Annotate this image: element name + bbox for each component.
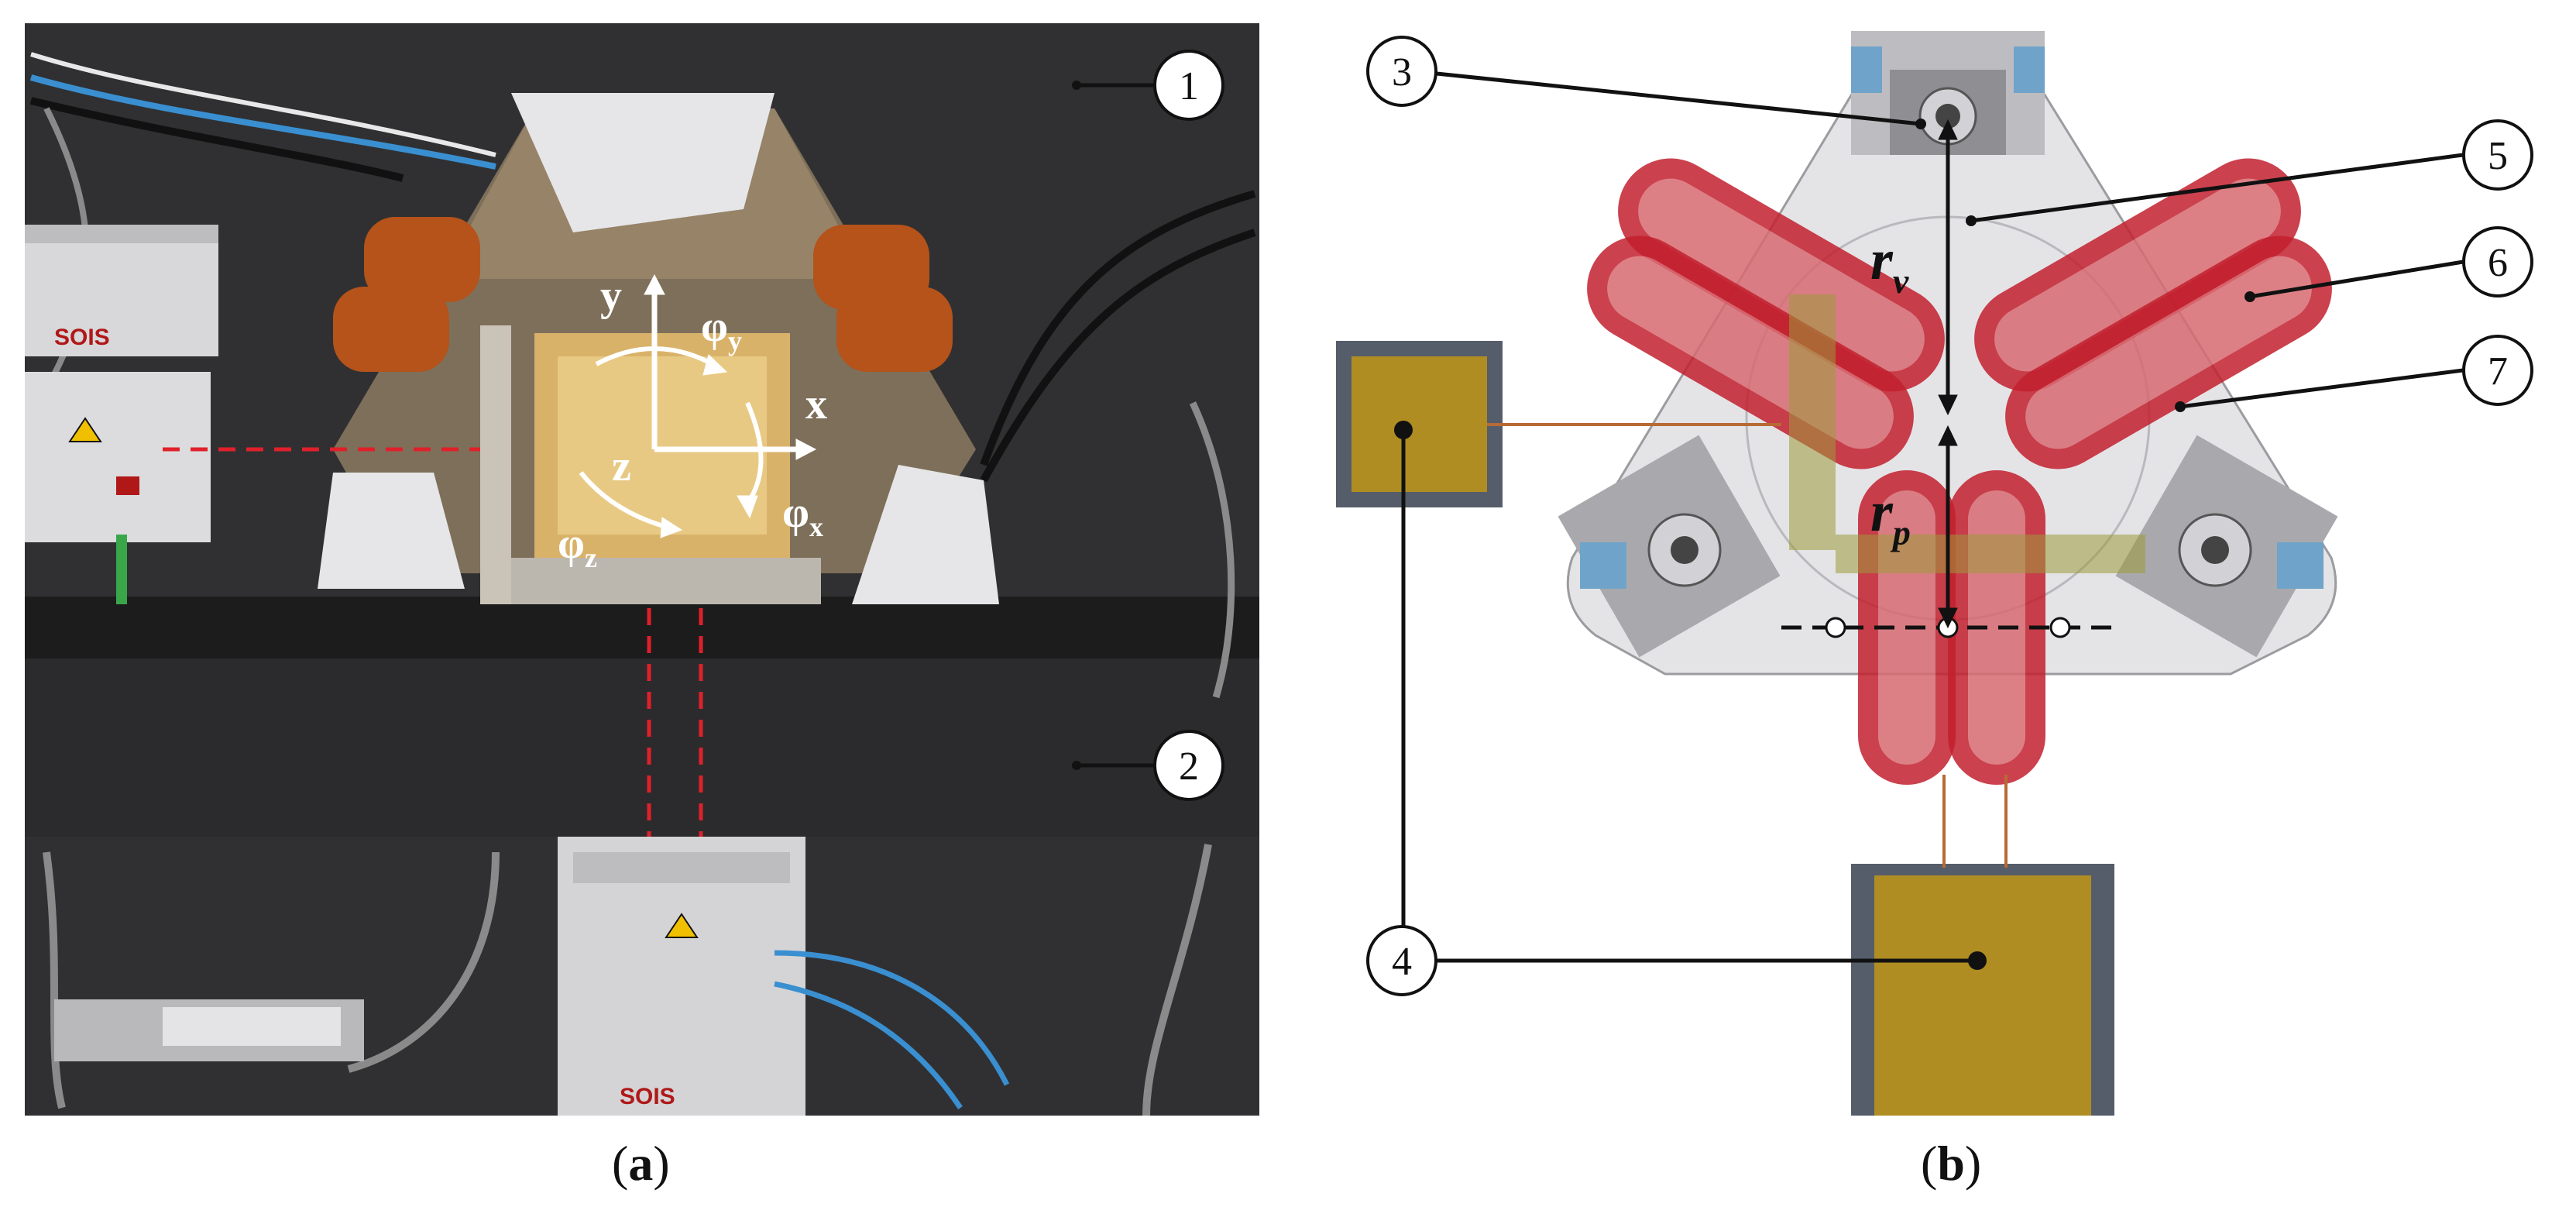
electronics-box-left [1336, 341, 1503, 507]
electronics-box-bottom [1851, 864, 2114, 1116]
mount-right [2115, 435, 2338, 658]
axis-label-phi-z: φz [558, 520, 597, 573]
caption-panel-b: (b) [1921, 1136, 1982, 1191]
axis-label-x: x [805, 380, 827, 428]
callout-3: 3 [1366, 36, 1926, 129]
callout-6: 6 [2245, 226, 2533, 302]
callout-5: 5 [1966, 119, 2533, 226]
laser-interferometer-left [25, 372, 211, 604]
svg-text:5: 5 [2488, 134, 2508, 178]
laser-head-upper-left: SOIS [25, 225, 218, 356]
axis-label-phi-x: φx [782, 489, 823, 542]
callout-7: 7 [2175, 335, 2533, 412]
base-plate [1566, 68, 2337, 676]
radius-arrows [1938, 119, 1958, 629]
label-r-v: rv [1870, 229, 1909, 301]
optical-table-shelf [25, 597, 1259, 659]
axis-label-phi-y: φy [701, 303, 742, 356]
label-r-p: rp [1870, 480, 1911, 552]
svg-text:3: 3 [1392, 50, 1412, 95]
axis-label-y: y [600, 272, 622, 320]
svg-text:1: 1 [1179, 64, 1199, 108]
coordinate-axes [579, 273, 817, 538]
mount-left [1558, 435, 1781, 658]
callout-2: 2 [1072, 730, 1224, 801]
svg-text:7: 7 [2488, 349, 2508, 394]
caption-panel-a: (a) [612, 1136, 670, 1191]
axis-label-z: z [612, 442, 631, 490]
callout-1: 1 [1072, 50, 1224, 121]
panel-a-photo: SOIS [25, 23, 1259, 1116]
brand-logo: SOIS [54, 325, 110, 350]
callout-4: 4 [1366, 430, 1977, 996]
svg-text:6: 6 [2488, 241, 2508, 285]
laser-interferometer-bottom: SOIS [558, 837, 805, 1116]
svg-text:2: 2 [1179, 744, 1199, 789]
svg-text:4: 4 [1392, 940, 1412, 984]
brand-logo-bottom: SOIS [620, 1084, 675, 1109]
panel-b-schematic: rv rp [1336, 31, 2338, 1116]
